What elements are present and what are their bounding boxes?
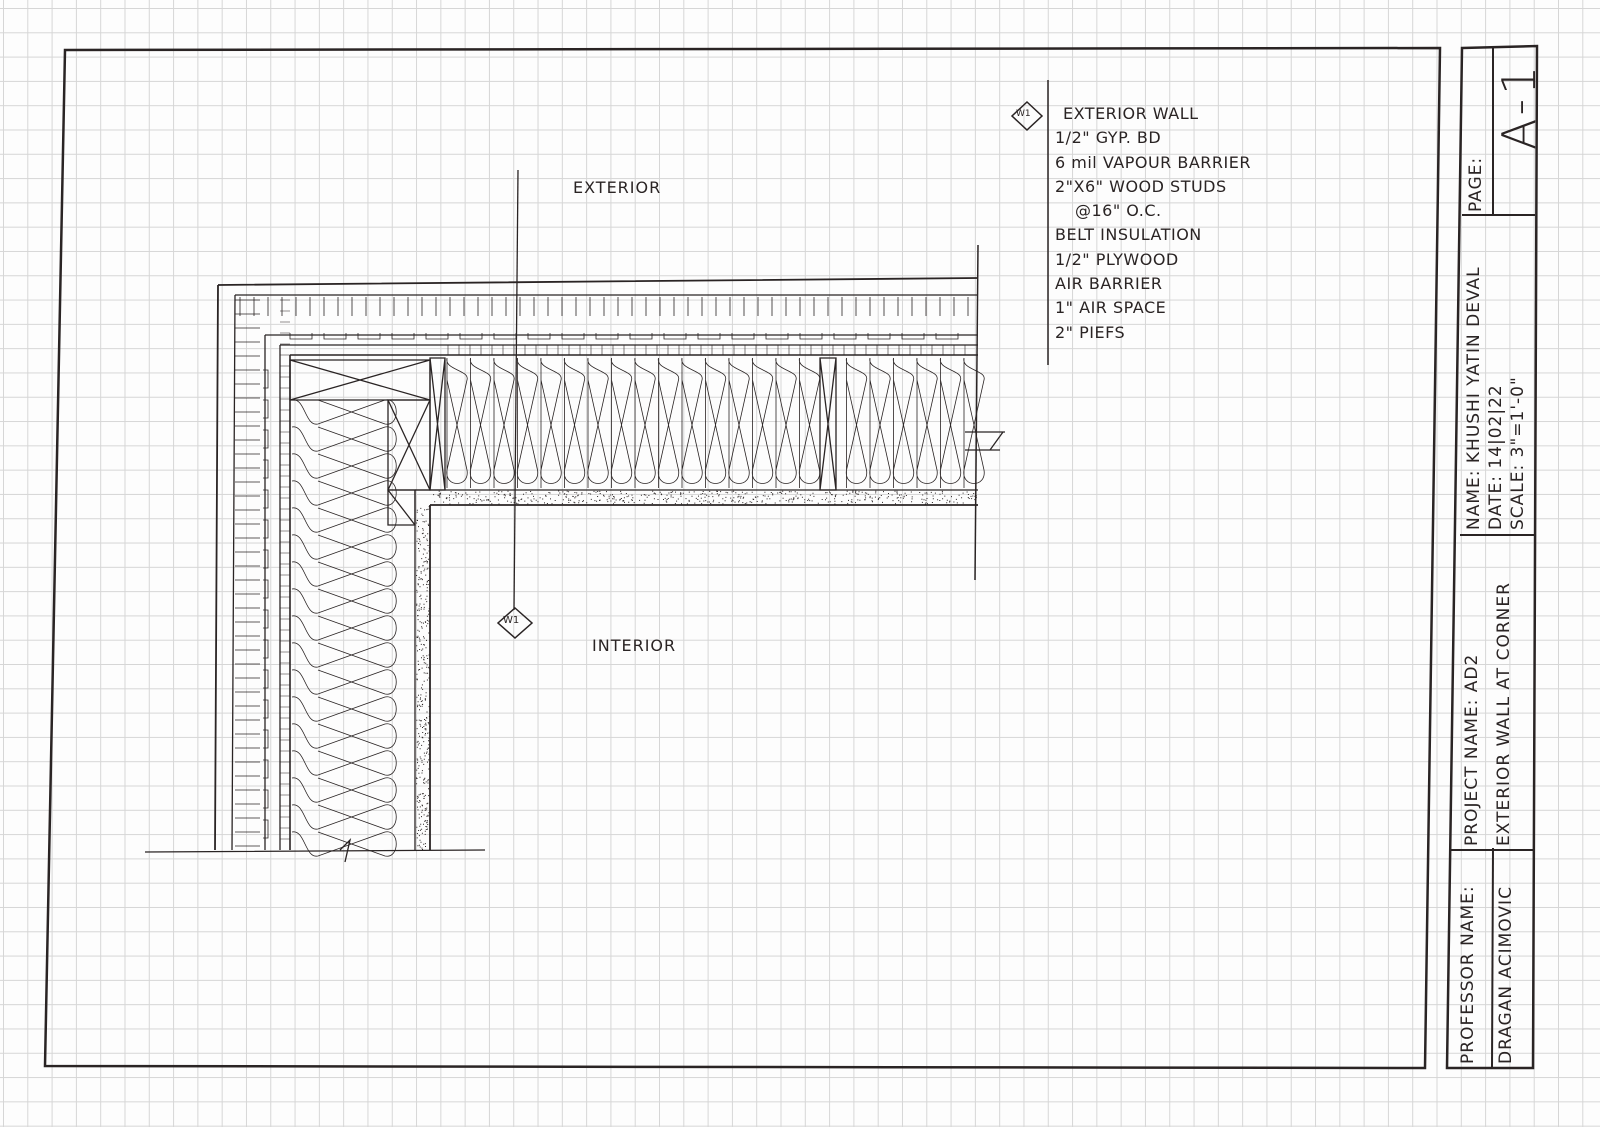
drawing-title: EXTERIOR WALL AT CORNER bbox=[1494, 582, 1514, 846]
gypsum-board-stipple bbox=[416, 491, 977, 850]
plywood-hatch bbox=[280, 300, 965, 839]
wood-stud bbox=[430, 358, 445, 490]
interior-label: INTERIOR bbox=[592, 636, 676, 655]
corner-stud bbox=[388, 490, 415, 525]
section-tag: W1 bbox=[503, 615, 519, 626]
legend-layer: 2"X6" WOOD STUDS bbox=[1055, 175, 1251, 199]
student-name: NAME: KHUSHI YATIN DEVAL bbox=[1464, 266, 1484, 530]
legend-title: EXTERIOR WALL bbox=[1055, 102, 1251, 126]
plywood-line bbox=[280, 345, 978, 850]
legend-layer: 1/2" PLYWOOD bbox=[1055, 248, 1251, 272]
break-symbol bbox=[965, 432, 1005, 450]
break-symbol-bottom bbox=[145, 840, 485, 862]
legend-layer: 1" AIR SPACE bbox=[1055, 296, 1251, 320]
legend-layer: @16" O.C. bbox=[1055, 199, 1251, 223]
project-name: PROJECT NAME: AD2 bbox=[1462, 654, 1482, 846]
air-space-ties bbox=[263, 333, 958, 838]
batt-insulation-horizontal bbox=[447, 358, 984, 488]
legend-layer: 6 mil VAPOUR BARRIER bbox=[1055, 151, 1251, 175]
professor-name: DRAGAN ACIMOVIC bbox=[1496, 886, 1516, 1064]
wall-legend: EXTERIOR WALL 1/2" GYP. BD 6 mil VAPOUR … bbox=[1055, 102, 1251, 345]
legend-layer: 2" PIEFS bbox=[1055, 321, 1251, 345]
legend-tag: W1 bbox=[1016, 109, 1031, 119]
air-space-line bbox=[265, 335, 978, 850]
gypsum-line bbox=[415, 490, 978, 850]
corner-stud bbox=[290, 360, 430, 400]
title-col-divider bbox=[1492, 848, 1493, 1068]
drawing-date: DATE: 14|02|22 bbox=[1486, 384, 1506, 530]
legend-layer: 1/2" GYP. BD bbox=[1055, 126, 1251, 150]
page-label: PAGE: bbox=[1466, 157, 1486, 212]
legend-layer: AIR BARRIER bbox=[1055, 272, 1251, 296]
batt-insulation-vertical bbox=[292, 400, 396, 856]
professor-label: PROFESSOR NAME: bbox=[1458, 885, 1478, 1064]
wood-stud bbox=[820, 358, 836, 490]
corner-stud bbox=[388, 400, 430, 490]
drawing-scale: SCALE: 3"=1'-0" bbox=[1508, 376, 1528, 530]
interior-face bbox=[430, 505, 978, 850]
generated-hatching bbox=[235, 297, 984, 856]
page-number: A-1 bbox=[1492, 62, 1546, 150]
legend-layer: BELT INSULATION bbox=[1055, 223, 1251, 247]
brick-outer-face bbox=[215, 278, 978, 850]
exterior-label: EXTERIOR bbox=[573, 178, 661, 197]
